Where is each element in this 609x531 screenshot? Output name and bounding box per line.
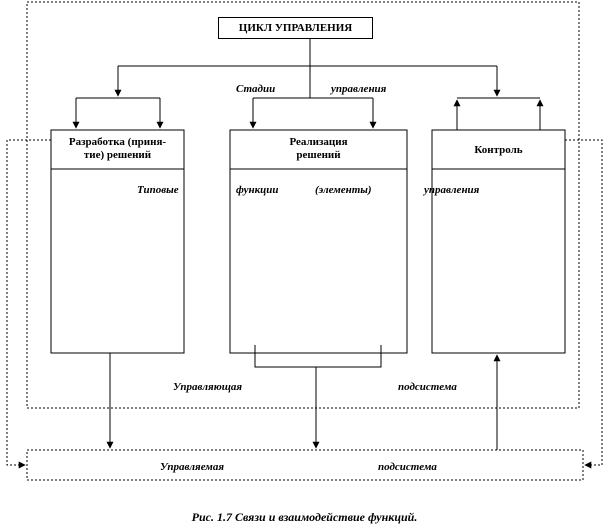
box-development-title-line1: Разработка (приня- — [68, 136, 167, 148]
stages-word1: Стадии — [236, 83, 276, 95]
box-implementation-title-line2: решений — [296, 149, 341, 161]
cycle-title-box: ЦИКЛ УПРАВЛЕНИЯ — [218, 17, 373, 39]
control-subsystem-frame — [26, 1, 580, 409]
box-development-title-line2: тие) решений — [83, 149, 152, 161]
impl-bottom-bracket — [254, 345, 382, 368]
functions-word4: управления — [424, 184, 480, 196]
control-subsystem-word1: Управляющая — [173, 381, 243, 393]
left-feedback-loop — [6, 139, 51, 469]
box-implementation-title-line1: Реализация — [289, 136, 348, 148]
managed-subsystem-frame — [26, 449, 584, 481]
cycle-title: ЦИКЛ УПРАВЛЕНИЯ — [238, 22, 353, 34]
functions-word1: Типовые — [137, 184, 179, 196]
box-control-title-line1: Контроль — [474, 144, 523, 156]
functions-word2: функции — [236, 184, 279, 196]
box-development-title: Разработка (приня- тие) решений — [51, 136, 184, 162]
managed-subsystem-word1: Управляемая — [160, 461, 225, 473]
managed-subsystem-word2: подсистема — [378, 461, 437, 473]
box-development — [50, 129, 185, 354]
box-implementation-title: Реализация решений — [230, 136, 407, 162]
stages-word2: управления — [331, 83, 387, 95]
box-control — [431, 129, 566, 354]
right-feedback-loop — [565, 139, 603, 469]
box-control-title: Контроль — [432, 144, 565, 157]
control-subsystem-word2: подсистема — [398, 381, 457, 393]
figure-caption: Рис. 1.7 Связи и взаимодействие функций. — [191, 510, 418, 524]
functions-word3: (элементы) — [315, 184, 372, 196]
box-implementation — [229, 129, 408, 354]
